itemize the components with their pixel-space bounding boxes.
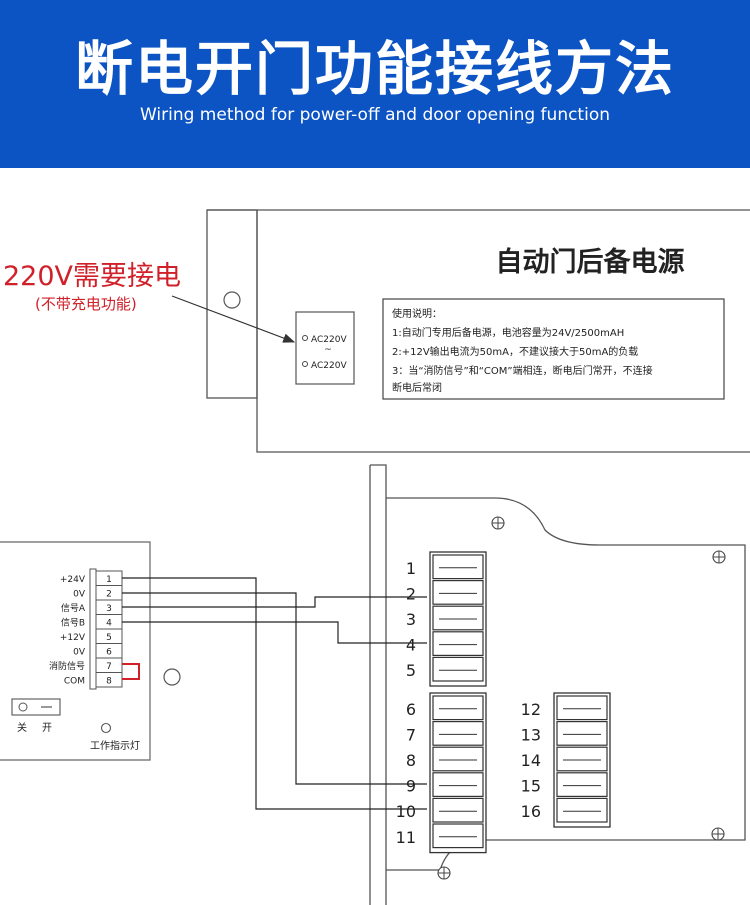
psu-mount-hole xyxy=(223,291,241,309)
terminal-slot-12 xyxy=(556,695,608,721)
indicator-light xyxy=(100,722,112,734)
backup-power-supply: 自动门后备电源 AC220V ~ AC220V 使用说明： 1:自动门专用后备电… xyxy=(206,209,750,453)
pin-label: 信号A xyxy=(61,602,86,614)
ac-terminal-label-2: AC220V xyxy=(311,361,347,371)
terminal-slot-14 xyxy=(556,746,608,772)
pin-number: 1 xyxy=(106,575,112,585)
instruction-line-2: 2:+12V输出电流为50mA，不建议接大于50mA的负载 xyxy=(392,345,638,358)
terminal-group-12-16: 12 13 14 15 16 xyxy=(521,692,611,828)
pin-number: 6 xyxy=(106,648,112,658)
wire-pin1-to-terminal10 xyxy=(122,577,427,810)
terminal-slot-11 xyxy=(432,823,484,849)
instruction-heading: 使用说明： xyxy=(392,307,442,320)
instruction-line-1: 1:自动门专用后备电源，电池容量为24V/2500mAH xyxy=(392,326,624,339)
terminal-slot-6 xyxy=(432,695,484,721)
terminal-number: 8 xyxy=(406,751,416,770)
mount-plus-2 xyxy=(712,550,726,564)
terminal-number: 16 xyxy=(521,802,541,821)
mount-plus-1 xyxy=(491,516,505,530)
controller-frame xyxy=(369,464,387,905)
terminal-number: 14 xyxy=(521,751,541,770)
terminal-slot-3 xyxy=(432,605,484,631)
terminal-slot-4 xyxy=(432,631,484,656)
pin-label: 信号B xyxy=(61,617,85,629)
header-banner: 断电开门功能接线方法 Wiring method for power-off a… xyxy=(0,0,750,168)
instruction-line-4: 断电后常闭 xyxy=(392,381,442,394)
pin-label: 0V xyxy=(73,648,86,658)
pin-number: 3 xyxy=(106,604,112,614)
pin-label: +12V xyxy=(60,633,86,643)
pin-label: 消防信号 xyxy=(49,660,85,672)
left-module-body xyxy=(0,541,151,761)
terminal-number: 11 xyxy=(396,828,416,847)
terminal-number: 4 xyxy=(406,636,416,655)
terminal-group-6-11: 6 7 8 9 10 11 xyxy=(396,692,487,854)
terminal-slot-7 xyxy=(432,720,484,746)
psu-body xyxy=(207,209,750,453)
terminal-number: 13 xyxy=(521,725,541,744)
terminal-slot-8 xyxy=(432,746,484,772)
pin-number: 8 xyxy=(106,677,112,687)
fire-com-jumper xyxy=(122,663,140,680)
mount-plus-4 xyxy=(437,866,451,880)
terminal-number: 3 xyxy=(406,610,416,629)
terminal-number: 9 xyxy=(406,777,416,796)
switch-on-label: 开 xyxy=(42,723,52,734)
terminal-slot-2 xyxy=(432,579,484,605)
ac-terminal-screw-1 xyxy=(302,335,308,341)
pin-label: 0V xyxy=(73,590,86,600)
terminal-number: 7 xyxy=(406,725,416,744)
instruction-box xyxy=(382,298,725,400)
left-module: 1 +24V 2 0V 3 信号A 4 信号B 5 +12V 6 0V 7 消防信号 8 COM 关 开 工作… xyxy=(0,541,181,761)
instruction-line-3: 3：当“消防信号”和“COM”端相连，断电后门常开，不连接 xyxy=(392,364,653,377)
pin-number: 4 xyxy=(106,619,112,629)
ac-terminal-tilde: ~ xyxy=(324,345,332,355)
terminal-number: 1 xyxy=(406,559,416,578)
pin-label: +24V xyxy=(60,575,86,585)
ac-terminal-screw-2 xyxy=(302,361,308,367)
ac-terminal-label-1: AC220V xyxy=(311,335,347,345)
callout-220v: 220V需要接电 xyxy=(3,261,181,292)
psu-title: 自动门后备电源 xyxy=(496,246,685,278)
page-subtitle: Wiring method for power-off and door ope… xyxy=(139,105,611,125)
terminal-slot-15 xyxy=(556,772,608,797)
terminal-number: 6 xyxy=(406,700,416,719)
switch-off-marker xyxy=(18,702,28,712)
terminal-group-1-5: 1 2 3 4 5 xyxy=(406,551,487,687)
wire-pin4-to-terminal4 xyxy=(122,621,427,644)
page-title: 断电开门功能接线方法 xyxy=(74,35,675,103)
terminal-number: 10 xyxy=(396,802,416,821)
terminal-number: 2 xyxy=(406,584,416,603)
switch-off-label: 关 xyxy=(17,721,27,734)
callout-no-charge: (不带充电功能) xyxy=(35,295,137,313)
terminal-slot-1 xyxy=(432,554,484,580)
pin-terminal-strip: 1 +24V 2 0V 3 信号A 4 信号B 5 +12V 6 0V 7 消防信号 8 COM xyxy=(49,568,123,690)
terminal-slot-16 xyxy=(556,797,608,823)
terminal-number: 15 xyxy=(521,777,541,796)
mount-plus-3 xyxy=(711,827,725,841)
terminal-slot-5 xyxy=(432,656,484,682)
pin-number: 2 xyxy=(106,590,112,600)
power-callout: 220V需要接电 (不带充电功能) xyxy=(3,261,296,343)
left-module-mount-hole xyxy=(163,668,181,686)
wire-pin2-to-terminal9 xyxy=(122,592,427,785)
terminal-number: 5 xyxy=(406,661,416,680)
callout-arrow xyxy=(171,295,296,343)
pin-strip-rail xyxy=(89,568,97,690)
pin-number: 7 xyxy=(106,662,112,672)
indicator-label: 工作指示灯 xyxy=(90,739,140,752)
pin-label: COM xyxy=(64,677,85,687)
terminal-slot-10 xyxy=(432,797,484,823)
wire-pin3-to-terminal2 xyxy=(122,596,427,608)
terminal-slot-9 xyxy=(432,772,484,797)
terminal-number: 12 xyxy=(521,700,541,719)
wires xyxy=(122,577,427,810)
ac-terminal-block xyxy=(295,311,355,385)
pin-number: 5 xyxy=(106,633,112,643)
terminal-slot-13 xyxy=(556,720,608,746)
